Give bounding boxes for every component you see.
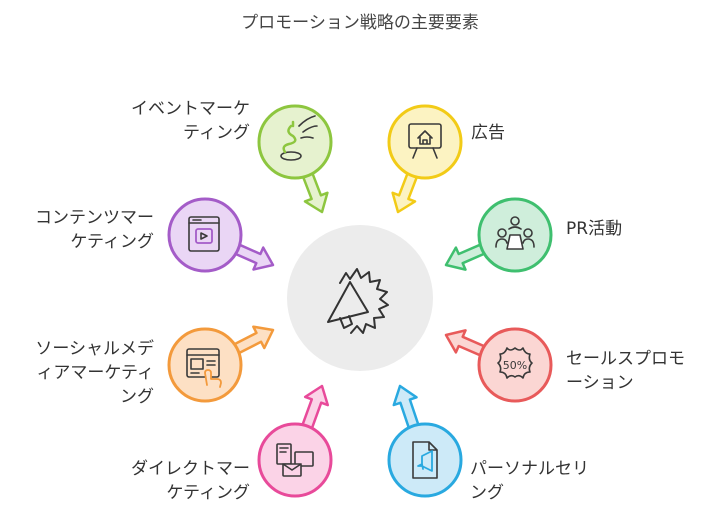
diagram-title: プロモーション戦略の主要要素 [241,13,479,33]
node-sales: 50% [477,327,553,403]
video-book-icon [188,216,220,252]
label-personal: パーソナルセリング [470,459,589,503]
label-sales: セールスプロモーション [566,349,685,393]
touch-screen-icon [186,348,222,388]
mail-cards-icon [276,443,314,477]
node-event [257,104,333,180]
node-personal [387,422,463,498]
megaphone-center-icon [327,268,389,334]
node-circle-ad [387,104,463,180]
label-social: ソーシャルメディアマーケティング [35,339,154,407]
label-pr: PR活動 [566,219,623,239]
billboard-house-icon [408,123,442,159]
node-direct [257,422,333,498]
label-content: コンテンツマーケティング [35,208,154,252]
node-content [167,197,243,273]
node-circle-personal [387,422,463,498]
label-direct: ダイレクトマーケティング [131,459,250,503]
node-circle-social [167,327,243,403]
people-meeting-icon [495,216,535,250]
label-event: イベントマーケティング [131,99,250,143]
megaphone-document-icon [412,441,438,479]
node-social [167,327,243,403]
node-pr [477,197,553,273]
spring-icon [280,115,318,161]
label-ad: 広告 [471,123,505,143]
percent-badge-icon: 50% [497,347,533,379]
percent-badge-text: 50% [503,359,527,372]
node-ad [387,104,463,180]
